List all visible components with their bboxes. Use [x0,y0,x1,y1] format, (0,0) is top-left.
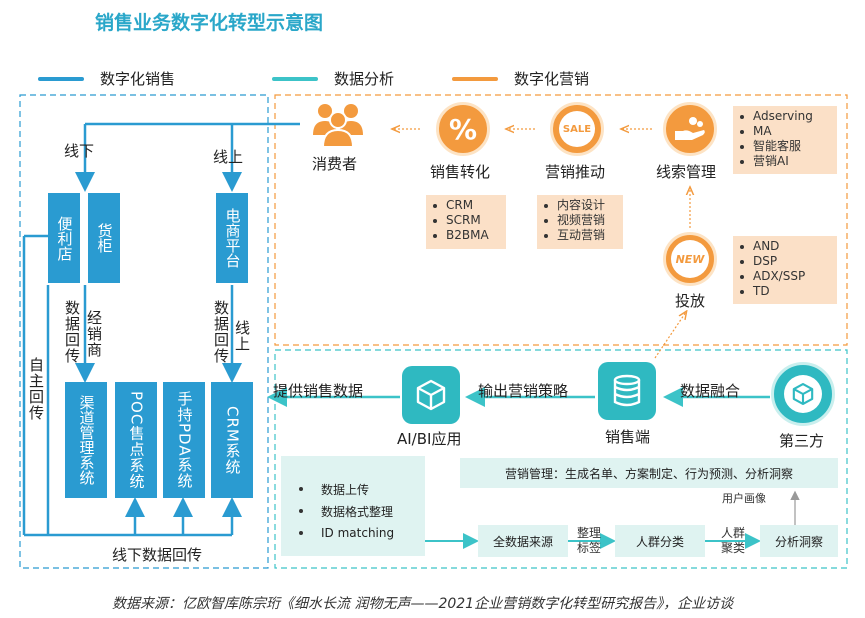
marketing-mgmt-box: 营销管理：生成名单、方案制定、行为预测、分析洞察 [460,458,838,488]
legend-swatch-digital-marketing [452,77,498,81]
delivery-label: 投放 [675,292,706,310]
new-badge-icon: NEW [663,232,717,286]
data-return-label-1: 数据回传 [64,299,80,365]
channel-mgmt-system: 渠道管理系统 [65,382,107,498]
analysis-insight-box: 分析洞察 [760,525,838,557]
page-title: 销售业务数字化转型示意图 [95,12,324,34]
legend-digital-marketing: 数字化营销 [514,70,590,88]
consumer-icon [312,101,364,149]
promotion-label: 营销推动 [545,163,606,181]
convenience-store-box: 便利店 [48,193,80,283]
legend-swatch-digital-sales [38,77,84,81]
data-upload-list: 数据上传 数据格式整理 ID matching [281,456,425,556]
output-strategy-label: 输出营销策略 [478,382,569,400]
data-return-label-2: 数据回传 [213,299,229,365]
user-profile-label: 用户画像 [722,492,766,505]
poc-system: POC售点系统 [115,382,157,498]
sale-tag-icon: SALE [550,102,604,156]
legend-swatch-data-analysis [272,77,318,81]
tagging-label: 整理标签 [576,526,601,555]
marketing-region-border [274,94,848,346]
promotion-tools-list: 内容设计 视频营销 互动营销 [537,195,623,249]
third-party-icon [771,362,835,426]
all-data-source-box: 全数据来源 [478,525,568,557]
data-fusion-label: 数据融合 [680,382,741,400]
pda-system: 手持PDA系统 [163,382,205,498]
ecommerce-platform-box: 电商平台 [216,193,248,283]
conversion-tools-list: CRM SCRM B2BMA [426,195,506,249]
crowd-classify-box: 人群分类 [615,525,705,557]
clustering-label: 人群聚类 [720,526,745,555]
percent-icon: % [436,102,490,156]
leads-tools-list: Adserving MA 智能客服 营销AI [733,106,837,174]
sales-region-border [19,94,269,569]
cube-icon [402,366,460,424]
online-label: 线上 [213,148,244,166]
consumer-label: 消费者 [312,155,358,173]
database-icon [598,362,656,420]
third-party-label: 第三方 [779,432,825,450]
analysis-region-border [274,349,848,569]
crm-system: CRM系统 [211,382,253,498]
container-box: 货柜 [88,193,120,283]
online-return-label: 线上 [234,319,250,353]
legend-digital-sales: 数字化销售 [100,70,176,88]
offline-data-return-label: 线下数据回传 [112,546,203,564]
leads-label: 线索管理 [656,163,717,181]
delivery-tools-list: AND DSP ADX/SSP TD [733,236,837,304]
self-return-label: 自主回传 [28,356,44,422]
sales-end-label: 销售端 [605,428,651,446]
ai-bi-label: AI/BI应用 [397,430,462,448]
distributor-label: 经销商 [86,309,102,359]
conversion-label: 销售转化 [430,163,491,181]
hand-coin-icon [663,102,717,156]
legend-data-analysis: 数据分析 [334,70,395,88]
offline-label: 线下 [64,142,95,160]
provide-sales-data-label: 提供销售数据 [273,382,364,400]
data-source-note: 数据来源：亿欧智库陈宗珩《细水长流 润物无声——2021企业营销数字化转型研究报… [112,596,734,612]
